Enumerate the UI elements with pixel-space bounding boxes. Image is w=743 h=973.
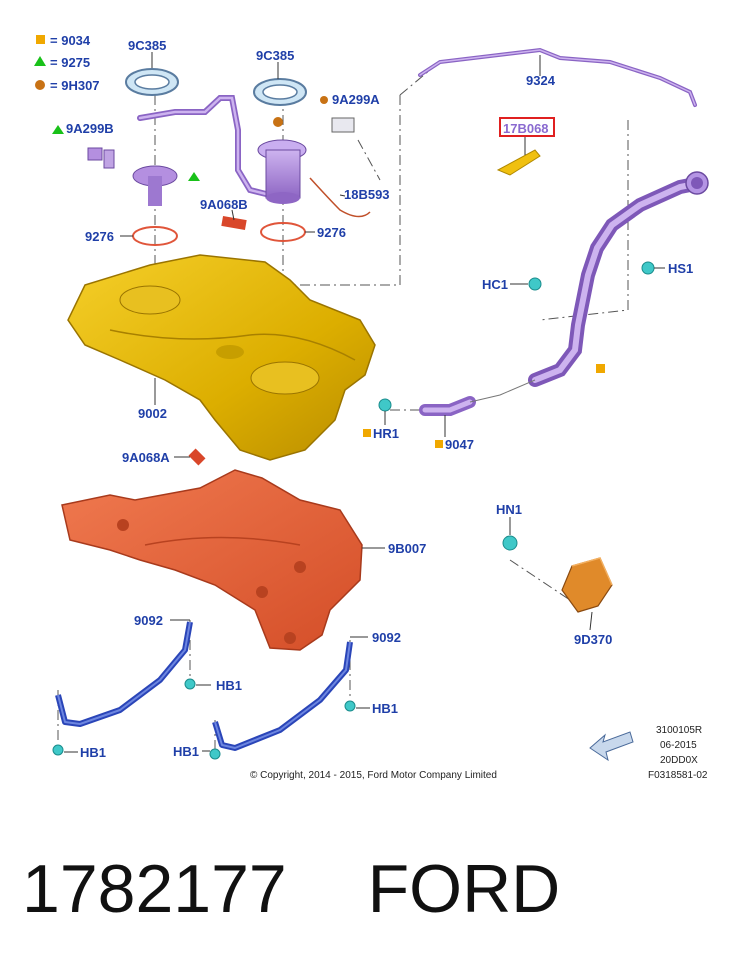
label-9324: 9324: [526, 73, 556, 88]
bolts-hb1: [52, 678, 356, 760]
label-hn1: HN1: [496, 502, 522, 517]
part-number: 1782177: [22, 851, 287, 927]
sensor-9a299a: [320, 96, 355, 133]
fuel-sender-left: [103, 149, 200, 206]
highlight-box-17b068: [499, 117, 555, 137]
legend-circle-icon: [35, 80, 45, 90]
label-9047: 9047: [445, 437, 474, 452]
strap-right: [212, 641, 353, 751]
pad-9a068b: [221, 215, 247, 231]
legend-item-square: = 9034: [36, 33, 91, 48]
label-9b007: 9B007: [388, 541, 426, 556]
label-18b593: 18B593: [344, 187, 390, 202]
info-code1: 3100105R: [656, 725, 702, 736]
wire-18b593: [309, 177, 371, 218]
legend-item-triangle: = 9275: [34, 55, 90, 70]
label-hr1: HR1: [373, 426, 399, 441]
info-date: 06-2015: [660, 740, 697, 751]
fuel-system-diagram: = 9034 = 9275 = 9H307: [34, 33, 709, 781]
legend: = 9034 = 9275 = 9H307: [34, 33, 100, 93]
label-hr1-square-icon: [363, 429, 371, 437]
legend-text: = 9H307: [50, 78, 100, 93]
label-9a068b: 9A068B: [200, 197, 248, 212]
filler-pipe: [528, 171, 709, 387]
drawing-info: 3100105R 06-2015 20DD0X F0318581-02 © Co…: [250, 725, 708, 781]
module-9d370: [561, 557, 613, 613]
label-9092-left: 9092: [134, 613, 163, 628]
fuel-tank-9002: [67, 254, 376, 461]
sensor-9a299b: [52, 125, 103, 161]
label-hb1: HB1: [80, 745, 106, 760]
copyright-notice: © Copyright, 2014 - 2015, Ford Motor Com…: [250, 770, 497, 781]
label-9092-right: 9092: [372, 630, 401, 645]
clip-hs1: [641, 261, 655, 275]
legend-text: = 9034: [50, 33, 91, 48]
label-9a068a: 9A068A: [122, 450, 170, 465]
label-9d370: 9D370: [574, 632, 612, 647]
pad-9a068a: [188, 448, 206, 466]
clip-hc1: [528, 277, 542, 291]
label-9002: 9002: [138, 406, 167, 421]
product-caption: 1782177 FORD: [22, 850, 722, 940]
clip-hr1: [378, 398, 392, 412]
hose-9047: [419, 396, 476, 416]
part-labels: 9C385 9C385 9A299A 9A299B 9324 17B068 18…: [66, 38, 693, 760]
label-hb1: HB1: [216, 678, 242, 693]
label-9c385-left: 9C385: [128, 38, 166, 53]
part-17b068: [496, 149, 541, 176]
label-17b068: 17B068: [503, 121, 549, 136]
label-9c385-right: 9C385: [256, 48, 294, 63]
label-9a299a: 9A299A: [332, 92, 380, 107]
filler-hose-link: [469, 379, 536, 403]
legend-item-circle: = 9H307: [35, 78, 100, 93]
strap-left: [55, 621, 193, 727]
label-9047-square-icon: [435, 440, 443, 448]
legend-square-icon: [36, 35, 45, 44]
label-hc1: HC1: [482, 277, 508, 292]
info-code2: 20DD0X: [660, 755, 698, 766]
leader-lines: [64, 52, 665, 753]
label-9a299b: 9A299B: [66, 121, 114, 136]
brand-name: FORD: [367, 851, 561, 927]
fuel-pump-module: [257, 117, 307, 204]
label-9276-right: 9276: [317, 225, 346, 240]
legend-text: = 9275: [50, 55, 90, 70]
fuel-line-top: [137, 95, 273, 198]
nut-hn1: [502, 535, 518, 551]
label-9276-left: 9276: [85, 229, 114, 244]
vapor-line-9324: [418, 47, 697, 107]
lock-ring-right: [253, 78, 307, 106]
front-arrow-icon: [589, 731, 634, 762]
legend-triangle-icon: [34, 56, 46, 66]
lock-ring-left: [125, 68, 179, 96]
label-hb1: HB1: [173, 744, 199, 759]
label-hs1: HS1: [668, 261, 693, 276]
label-hb1: HB1: [372, 701, 398, 716]
info-code3: F0318581-02: [648, 770, 708, 781]
heat-shield-9b007: [61, 469, 363, 651]
